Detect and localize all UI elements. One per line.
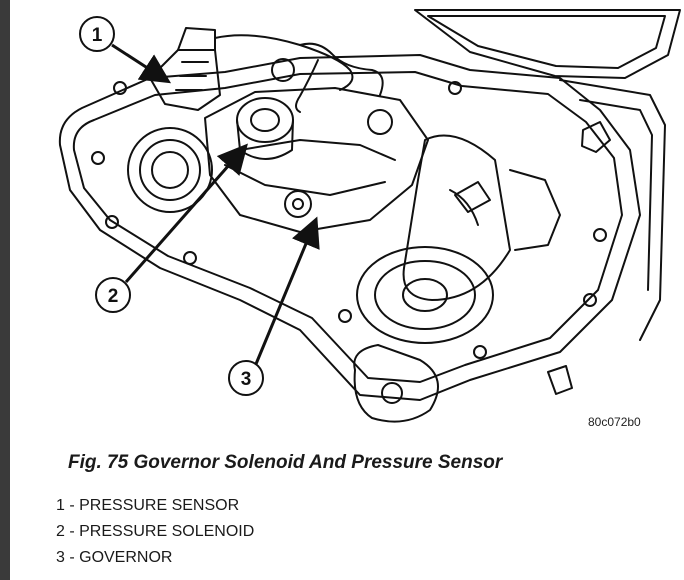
upper-cover [414,9,681,79]
right-bore-mid [374,260,476,330]
governor-plate-step [239,139,396,161]
pressure-sensor-connector-edge [177,27,216,51]
bottom-boss-hole [381,382,403,404]
pressure-sensor-ribs [175,61,209,91]
governor-body [204,87,429,233]
pressure-sensor-connector [149,49,221,111]
pressure-solenoid-side [236,119,294,160]
callout-arrow-2 [124,143,248,283]
manual-lever-arm [509,169,561,251]
right-housing-inner [579,99,653,291]
callout-arrow-3 [254,216,320,365]
stud-1 [454,181,491,213]
callout-number-1: 1 [92,25,103,46]
bottom-boss [353,344,439,423]
pan-bolt-hole [183,251,197,265]
valve-body-inner-outline [72,71,623,383]
page-edge [0,0,10,580]
legend-item-governor: 3 - GOVERNOR [56,549,173,566]
pressure-solenoid-top [236,97,294,143]
figure-code: 80c072b0 [588,415,641,429]
callout-circle-3 [228,360,264,396]
figure-caption: Fig. 75 Governor Solenoid And Pressure S… [68,452,503,473]
pan-bolt-hole [448,81,462,95]
left-bore-outer [127,127,213,213]
callout-number-2: 2 [108,286,119,307]
pan-bolt-hole [583,293,597,307]
wire-harness-1 [214,34,354,91]
pan-bolt-hole [338,309,352,323]
governor-bolt-center [292,198,304,210]
legend-item-pressure-solenoid: 2 - PRESSURE SOLENOID [56,523,255,540]
legend-item-pressure-sensor: 1 - PRESSURE SENSOR [56,497,240,514]
right-housing [559,79,666,341]
valve-body-outline [58,54,641,401]
governor-bolt [284,190,312,218]
callout-arrow-1 [111,43,172,84]
right-bore-inner [402,278,448,312]
left-bore-mid [139,139,201,201]
stud-3 [547,365,573,395]
pressure-solenoid-bore [250,108,280,132]
pan-bolt-hole [113,81,127,95]
pan-bolt-hole [593,228,607,242]
upper-cover-inner [427,15,666,69]
top-bolt-1 [271,58,295,82]
wire-harness-3 [295,59,319,113]
top-bolt-2 [367,109,393,135]
callout-circle-2 [95,277,131,313]
manual-lever-slot [449,189,479,226]
manual-lever [402,134,511,301]
right-bore-outer [356,246,494,344]
callout-number-3: 3 [241,369,252,390]
callout-circle-1 [79,16,115,52]
wire-harness-2 [299,42,384,96]
pan-bolt-hole [105,215,119,229]
pan-bolt-hole [473,345,487,359]
left-bore-inner [151,151,189,189]
stud-2 [581,121,611,153]
pan-bolt-hole [91,151,105,165]
legend-list: 1 - PRESSURE SENSOR 2 - PRESSURE SOLENOI… [56,493,254,571]
governor-diagram: 1 2 3 80c072b0 [58,9,681,429]
governor-plate-edge [224,164,386,196]
